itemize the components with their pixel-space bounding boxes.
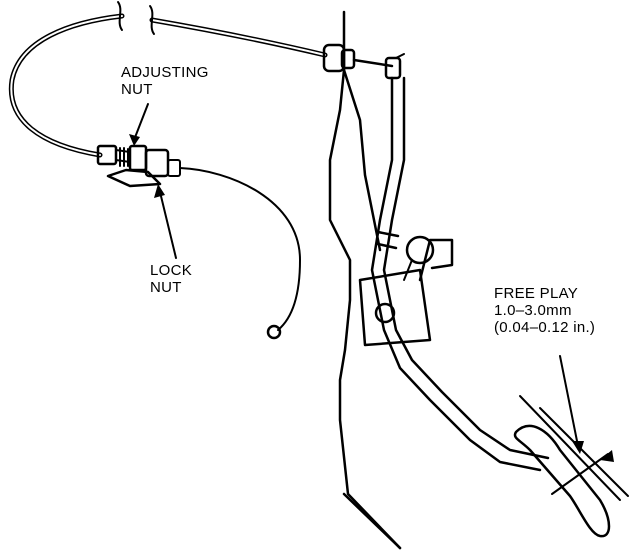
- label-free-play: FREE PLAY 1.0–3.0mm (0.04–0.12 in.): [494, 285, 595, 336]
- clutch-cable: [8, 1, 328, 158]
- label-adjusting-line-1: ADJUSTING: [121, 64, 209, 81]
- label-free-play-line-3: (0.04–0.12 in.): [494, 319, 596, 336]
- leader-arrows: [129, 103, 584, 454]
- adjuster-assembly: [96, 144, 301, 340]
- pedal-pad: [513, 395, 629, 538]
- pedal-bracket: [328, 10, 454, 550]
- pedal-arm: [370, 76, 550, 472]
- label-adjusting-nut: ADJUSTING NUT: [121, 64, 209, 98]
- label-free-play-line-1: FREE PLAY: [494, 285, 579, 302]
- label-lock-line-1: LOCK: [150, 262, 193, 279]
- label-adjusting-line-2: NUT: [121, 81, 153, 98]
- label-lock-line-2: NUT: [150, 279, 182, 296]
- label-lock-nut: LOCK NUT: [150, 262, 192, 296]
- adjusting-nut-body: [128, 144, 148, 172]
- label-free-play-line-2: 1.0–3.0mm: [494, 302, 572, 319]
- cable-end-fitting: [322, 43, 405, 80]
